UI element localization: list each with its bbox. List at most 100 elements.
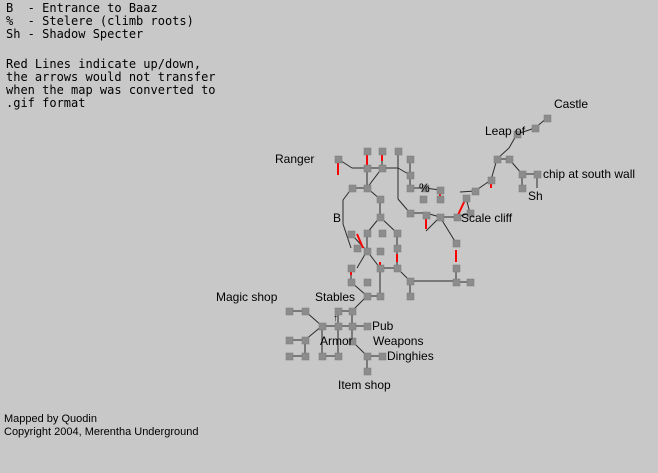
map-legend: B - Entrance to Baaz % - Stelere (climb …: [6, 2, 194, 41]
map-room: [378, 352, 387, 361]
map-room: [363, 292, 372, 301]
note-line-3: when the map was converted to: [6, 83, 216, 97]
map-room: [285, 352, 294, 361]
credit-mapped-by: Mapped by Quodin: [4, 413, 97, 425]
map-room: [363, 322, 372, 331]
label-armor: Armor: [320, 334, 353, 348]
label-item-shop: Item shop: [338, 378, 391, 392]
map-room: [471, 187, 480, 196]
label-shadow-specter: Sh: [528, 189, 543, 203]
label-weapons: Weapons: [373, 334, 423, 348]
label-pub: Pub: [372, 319, 394, 333]
map-room: [334, 322, 343, 331]
map-room: [452, 278, 461, 287]
map-room: [348, 322, 357, 331]
label-magic-shop: Magic shop: [216, 290, 278, 304]
map-notes: Red Lines indicate up/down, the arrows w…: [6, 58, 216, 110]
label-entrance-baaz: B: [333, 211, 341, 225]
map-room: [453, 213, 462, 222]
map-room: [334, 307, 343, 316]
map-room: [348, 307, 357, 316]
map-room: [348, 337, 357, 346]
legend-entry-sh: Sh - Shadow Specter: [6, 27, 144, 41]
map-room: [393, 244, 402, 253]
map-room: [436, 213, 445, 222]
map-room: [518, 170, 527, 179]
map-room: [378, 164, 387, 173]
map-room: [466, 278, 475, 287]
map-link: [342, 223, 352, 249]
label-chip-at-south-wall: chip at south wall: [543, 167, 635, 181]
map-room: [505, 155, 514, 164]
map-room: [363, 352, 372, 361]
map-room: [334, 352, 343, 361]
map-room: [301, 336, 310, 345]
map-room: [513, 130, 522, 139]
map-room: [285, 307, 294, 316]
map-room: [406, 171, 415, 180]
label-scale-cliff: Scale cliff: [461, 211, 513, 225]
map-room: [318, 352, 327, 361]
map-credits: Mapped by Quodin Copyright 2004, Merenth…: [4, 413, 198, 439]
note-line-1: Red Lines indicate up/down,: [6, 57, 202, 71]
map-room: [406, 209, 415, 218]
map-room: [406, 184, 415, 193]
map-room: [533, 170, 542, 179]
up-arrow-icon: ↑: [333, 313, 338, 324]
map-room: [436, 195, 445, 204]
map-room: [493, 155, 502, 164]
map-room: [378, 229, 387, 238]
map-room: [419, 195, 428, 204]
map-room: [318, 322, 327, 331]
map-room: [487, 176, 496, 185]
map-room: [462, 194, 471, 203]
map-room: [334, 155, 343, 164]
map-room: [363, 164, 372, 173]
map-room: [393, 229, 402, 238]
label-stables: Stables: [315, 290, 355, 304]
map-room: [394, 147, 403, 156]
label-stelere: %: [419, 181, 430, 195]
map-room: [393, 264, 402, 273]
label-leap-of: Leap of: [485, 124, 526, 138]
map-room: [406, 155, 415, 164]
map-room: [466, 209, 475, 218]
credit-copyright: Copyright 2004, Merentha Underground: [4, 426, 199, 438]
map-room: [452, 264, 461, 273]
map-room: [363, 367, 372, 376]
map-link: [439, 216, 457, 244]
note-line-2: the arrows would not transfer: [6, 70, 216, 84]
map-room: [301, 307, 310, 316]
map-up-down-link: [356, 233, 364, 249]
map-room: [452, 239, 461, 248]
map-room: [348, 184, 357, 193]
map-room: [376, 292, 385, 301]
map-room: [347, 264, 356, 273]
map-room: [406, 277, 415, 286]
map-room: [363, 247, 372, 256]
map-room: [347, 230, 356, 239]
label-castle: Castle: [554, 97, 588, 111]
map-room: [531, 124, 540, 133]
map-room: [301, 352, 310, 361]
map-room: [421, 184, 430, 193]
map-room: [363, 278, 372, 287]
map-room: [363, 147, 372, 156]
map-room: [436, 186, 445, 195]
map-room: [347, 278, 356, 287]
map-room: [422, 211, 431, 220]
label-ranger: Ranger: [275, 152, 314, 166]
map-room: [378, 147, 387, 156]
map-room: [376, 247, 385, 256]
map-room: [376, 213, 385, 222]
map-room: [363, 184, 372, 193]
map-rooms: [285, 114, 552, 376]
map-room: [376, 264, 385, 273]
map-room: [376, 195, 385, 204]
map-room: [285, 336, 294, 345]
map-room: [363, 229, 372, 238]
legend-entry-b: B - Entrance to Baaz: [6, 1, 158, 15]
map-room: [353, 244, 362, 253]
label-dinghies: Dinghies: [387, 349, 434, 363]
